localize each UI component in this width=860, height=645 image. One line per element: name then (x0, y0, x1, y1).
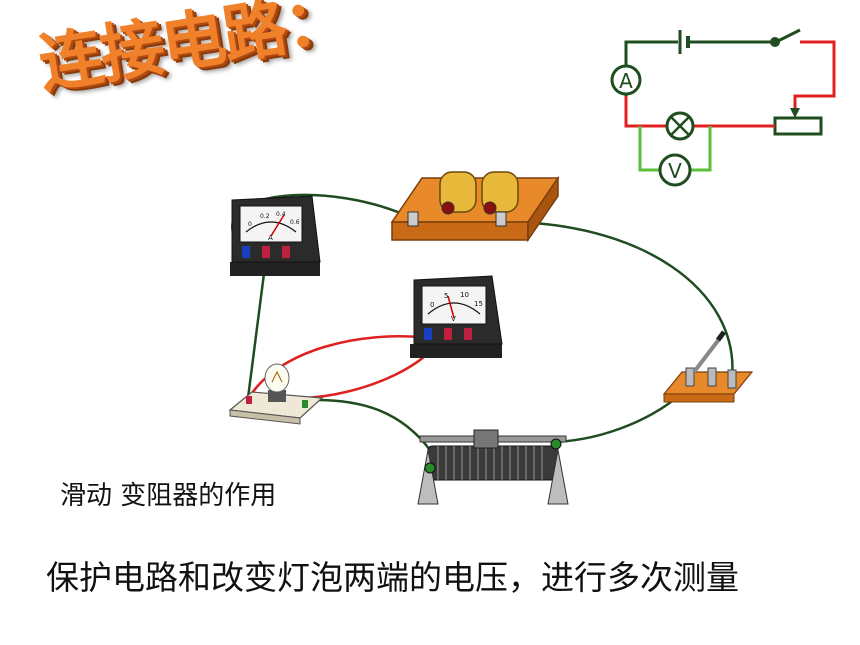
rheostat-coil (427, 445, 559, 481)
battery-terminal-positive (483, 201, 497, 215)
rheostat-right-stand (547, 449, 569, 505)
wire-ammeter-to-lamp (246, 257, 268, 399)
voltmeter-terminal-negative (424, 328, 432, 340)
voltmeter-tick-label: 15 (474, 300, 483, 308)
voltmeter-needle (447, 295, 455, 319)
rheostat-slider (473, 429, 499, 449)
ammeter-terminal-negative (242, 246, 250, 258)
circuit-schematic (610, 28, 836, 187)
ammeter-needle (270, 214, 285, 237)
ammeter-terminal-b (282, 246, 290, 258)
schematic-wire-bottom-left (624, 96, 666, 128)
lamp-cross-b (670, 116, 690, 136)
battery-terminal-negative (441, 201, 455, 215)
ammeter-symbol (610, 64, 642, 96)
voltmeter-terminal-b (464, 328, 472, 340)
voltmeter-wire-left (638, 126, 660, 172)
ammeter-tick-label: 0.6 (290, 219, 300, 226)
ammeter-tick-label: 0 (248, 221, 252, 228)
rheostat-symbol (773, 116, 823, 136)
lamp-bulb (264, 363, 290, 393)
voltmeter-symbol (658, 153, 692, 187)
lamp-device (228, 363, 324, 425)
voltmeter-symbol-label: V (668, 159, 682, 183)
knife-switch (662, 330, 754, 403)
switch-blade-lever (692, 336, 722, 374)
wire-voltmeter-positive (248, 335, 431, 397)
switch-blade (775, 28, 801, 44)
voltmeter-unit-label: V (451, 315, 456, 323)
battery-holder (390, 171, 560, 243)
ammeter-tick-label: 0.4 (276, 211, 286, 218)
wire-battery-to-switch (497, 220, 734, 379)
rheostat-arrow (790, 108, 800, 118)
voltmeter-tick-label: 5 (444, 292, 448, 300)
ammeter-tick-label: 0.2 (260, 213, 270, 220)
ammeter-unit-label: A (268, 234, 273, 242)
schematic-wire-right (793, 40, 836, 112)
voltmeter-terminal-a (444, 328, 452, 340)
lamp-socket (268, 390, 286, 402)
ammeter-symbol-label: A (619, 69, 633, 93)
conclusion-text: 保护电路和改变灯泡两端的电压，进行多次测量 (46, 558, 739, 597)
ammeter-device (230, 195, 321, 276)
voltmeter-tick-label: 0 (430, 301, 434, 309)
ammeter-terminal-a (262, 246, 270, 258)
rheostat-left-stand (417, 449, 439, 505)
voltmeter-tick-label: 10 (460, 291, 469, 299)
rheostat-role-caption: 滑动 变阻器的作用 (60, 481, 277, 511)
voltmeter-device (410, 275, 503, 358)
voltmeter-wire-right (690, 126, 712, 172)
wire-rheostat-to-lamp (315, 398, 431, 451)
sliding-rheostat (417, 429, 569, 505)
